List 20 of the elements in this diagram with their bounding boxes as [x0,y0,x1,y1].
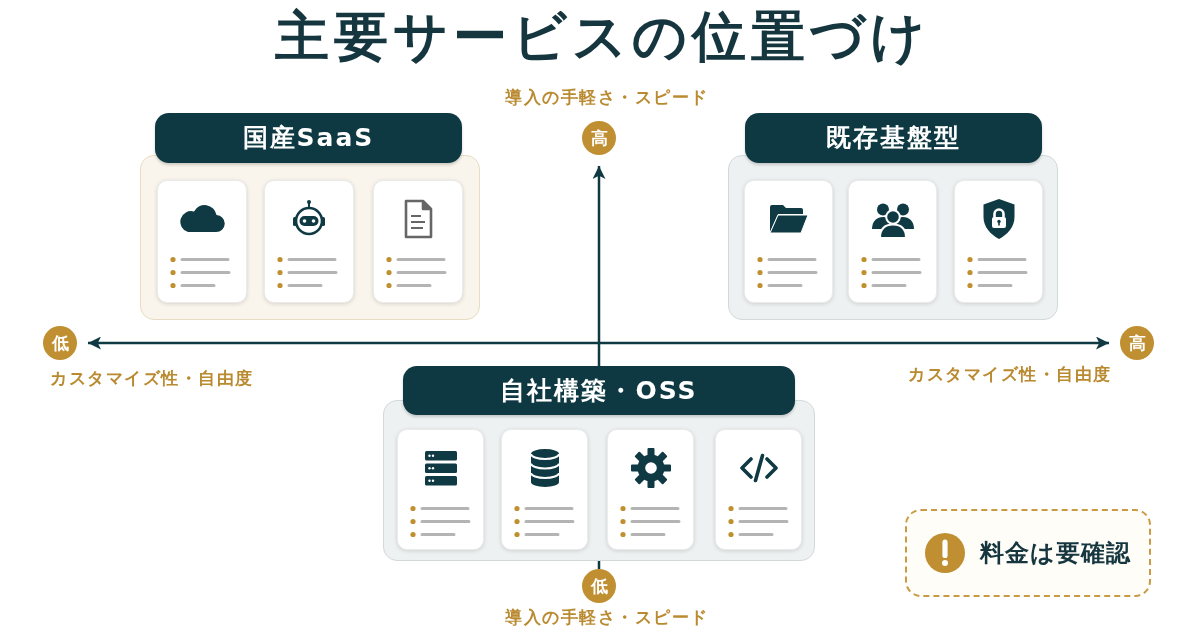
category-panel [140,113,480,320]
group-header: 国産SaaS [155,113,462,163]
axis-line [597,561,601,569]
axis-arrow [88,336,1109,350]
axis-arrow [592,166,606,366]
diagram-title: 主要サービスの位置づけ [274,6,931,68]
category-panel [383,366,815,561]
level-badge: 低 [43,326,77,360]
axis-label: 導入の手軽さ・スピード [504,86,710,108]
group-header: 既存基盤型 [745,113,1042,163]
level-badge: 高 [1120,326,1154,360]
axis-label: カスタマイズ性・自由度 [50,367,255,389]
note-box [905,509,1151,597]
note-text: 料金は要確認 [980,538,1131,568]
level-badge: 高 [582,121,616,155]
category-panel [728,113,1058,320]
axis-label: 導入の手軽さ・スピード [504,606,710,628]
axis-label: カスタマイズ性・自由度 [908,363,1113,385]
group-header: 自社構築・OSS [403,366,795,415]
level-badge: 低 [582,569,616,603]
